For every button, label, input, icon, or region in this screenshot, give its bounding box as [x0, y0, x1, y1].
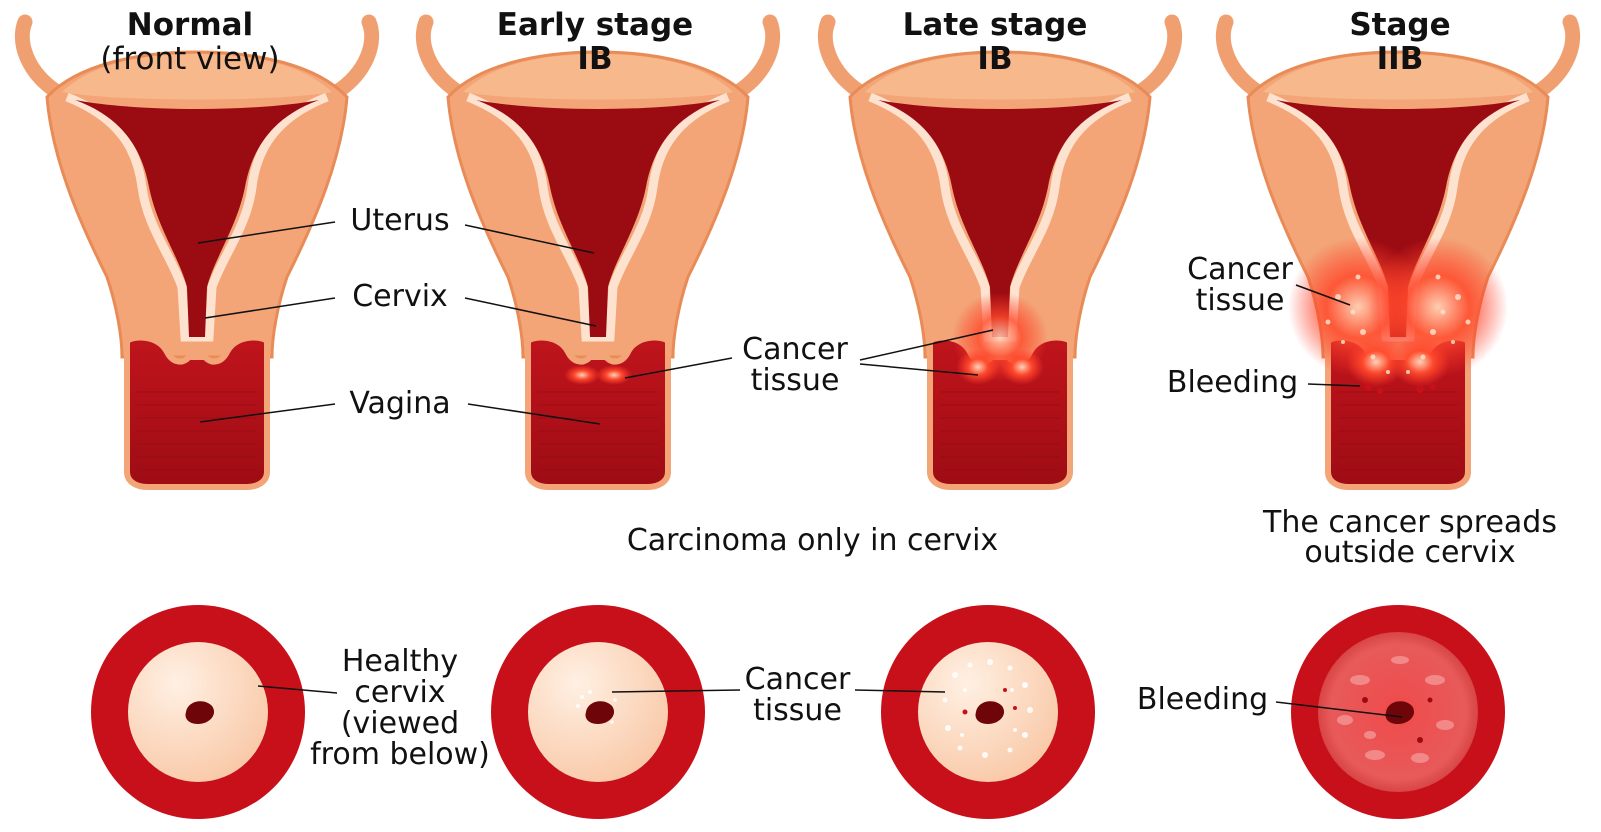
label-line: from below) — [300, 739, 500, 770]
panel-title-line2: IB — [885, 42, 1105, 76]
label-line: tissue — [1180, 285, 1300, 316]
label-line: Cancer — [730, 334, 860, 365]
label-uterus: Uterus — [340, 205, 460, 236]
panel-title-line1: Normal — [80, 8, 300, 42]
label-cervix: Cervix — [340, 281, 460, 312]
panel-title-line2: IIB — [1300, 42, 1500, 76]
panel-title-line1: Late stage — [885, 8, 1105, 42]
caption-spreads-outside-cervix: The cancer spreads outside cervix — [1250, 508, 1570, 568]
label-line: tissue — [735, 695, 860, 726]
caption-carcinoma-only-in-cervix: Carcinoma only in cervix — [600, 526, 1025, 556]
label-line: tissue — [730, 365, 860, 396]
uterus-early-stage — [423, 22, 772, 487]
label-cancer-tissue-mid: Cancer tissue — [730, 334, 860, 396]
label-line: (viewed — [300, 708, 500, 739]
panel-title-normal: Normal (front view) — [80, 8, 300, 76]
label-line: Cancer — [735, 664, 860, 695]
panel-title-stage-iib: Stage IIB — [1300, 8, 1500, 76]
caption-line: outside cervix — [1250, 538, 1570, 568]
label-healthy-cervix: Healthy cervix (viewed from below) — [300, 646, 500, 770]
cervix-view-stage-iib — [1291, 605, 1505, 819]
label-line: cervix — [300, 677, 500, 708]
cervix-view-late — [881, 605, 1095, 819]
label-bleeding-top: Bleeding — [1160, 367, 1305, 398]
cervix-view-early — [491, 605, 705, 819]
panel-title-line2: (front view) — [80, 42, 300, 76]
panel-title-line1: Stage — [1300, 8, 1500, 42]
panel-title-late-stage: Late stage IB — [885, 8, 1105, 76]
panel-title-early-stage: Early stage IB — [480, 8, 710, 76]
label-cancer-tissue-bottom: Cancer tissue — [735, 664, 860, 726]
label-line: Healthy — [300, 646, 500, 677]
label-vagina: Vagina — [340, 388, 460, 419]
uterus-late-stage — [825, 22, 1174, 487]
panel-title-line1: Early stage — [480, 8, 710, 42]
label-cancer-tissue-iib: Cancer tissue — [1180, 254, 1300, 316]
label-bleeding-bottom: Bleeding — [1130, 684, 1275, 715]
label-line: Cancer — [1180, 254, 1300, 285]
caption-line: The cancer spreads — [1250, 508, 1570, 538]
cervix-view-normal — [91, 605, 305, 819]
panel-title-line2: IB — [480, 42, 710, 76]
uterus-normal — [22, 22, 371, 487]
